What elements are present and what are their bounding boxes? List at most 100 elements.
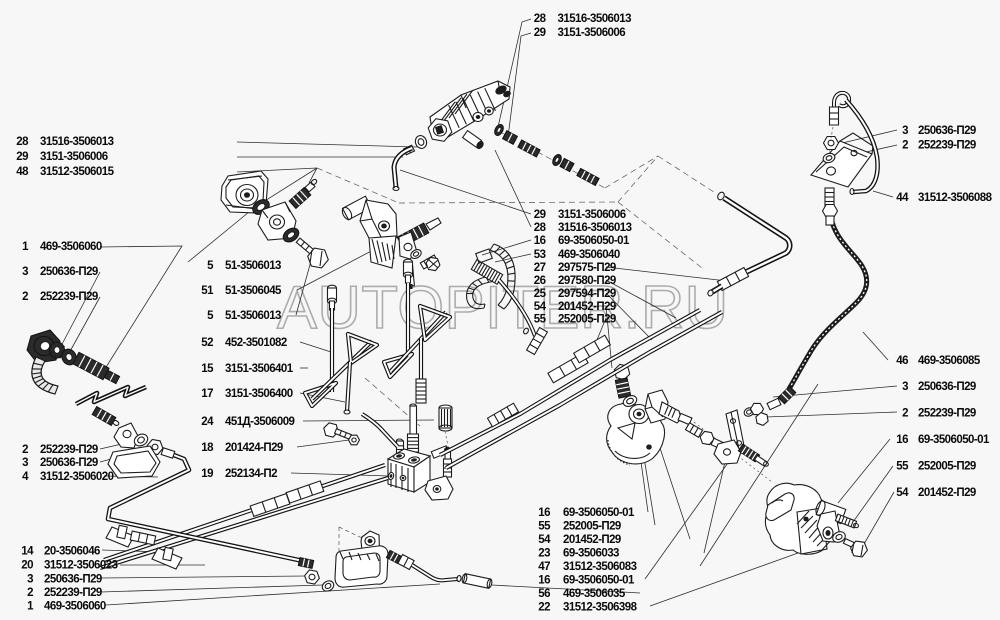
svg-text:250636-П29: 250636-П29 — [40, 266, 98, 278]
svg-text:3: 3 — [22, 457, 28, 469]
svg-text:451Д-3506009: 451Д-3506009 — [225, 416, 295, 428]
svg-text:24: 24 — [201, 416, 214, 428]
svg-text:16: 16 — [534, 235, 546, 247]
svg-text:201452-П29: 201452-П29 — [558, 301, 616, 313]
svg-text:69-3506050-01: 69-3506050-01 — [918, 434, 990, 446]
svg-text:28: 28 — [534, 222, 547, 234]
svg-text:48: 48 — [16, 166, 29, 178]
svg-text:252239-П29: 252239-П29 — [918, 140, 976, 152]
svg-text:5: 5 — [207, 310, 214, 322]
svg-text:53: 53 — [534, 249, 546, 261]
svg-text:252239-П29: 252239-П29 — [44, 587, 102, 599]
svg-text:23: 23 — [538, 548, 550, 560]
svg-text:20-3506046: 20-3506046 — [44, 546, 100, 558]
svg-text:3151-3506400: 3151-3506400 — [225, 388, 293, 400]
svg-text:16: 16 — [538, 575, 550, 587]
svg-text:452-3501082: 452-3501082 — [225, 337, 287, 349]
svg-text:54: 54 — [896, 487, 909, 499]
svg-text:252005-П29: 252005-П29 — [558, 314, 616, 326]
svg-text:31512-3506083: 31512-3506083 — [563, 561, 637, 573]
svg-text:252134-П2: 252134-П2 — [225, 468, 277, 480]
svg-text:69-3506050-01: 69-3506050-01 — [563, 507, 635, 519]
svg-text:27: 27 — [534, 262, 546, 274]
svg-text:2: 2 — [902, 408, 908, 420]
svg-text:15: 15 — [201, 363, 214, 375]
svg-text:2: 2 — [27, 587, 33, 599]
svg-text:31512-3506398: 31512-3506398 — [563, 602, 638, 614]
svg-text:55: 55 — [538, 521, 551, 533]
svg-text:3: 3 — [22, 266, 28, 278]
svg-text:31516-3506013: 31516-3506013 — [558, 222, 632, 234]
svg-text:297594-П29: 297594-П29 — [558, 288, 616, 300]
svg-text:252239-П29: 252239-П29 — [40, 444, 98, 456]
svg-text:55: 55 — [896, 461, 909, 473]
svg-text:1: 1 — [27, 601, 34, 613]
svg-text:26: 26 — [534, 275, 546, 287]
svg-text:44: 44 — [896, 192, 909, 204]
svg-text:31516-3506013: 31516-3506013 — [40, 136, 114, 148]
svg-text:51: 51 — [201, 285, 214, 297]
svg-text:22: 22 — [538, 602, 550, 614]
svg-text:4: 4 — [22, 471, 29, 483]
svg-text:469-3506085: 469-3506085 — [918, 355, 981, 367]
svg-text:51-3506013: 51-3506013 — [225, 260, 281, 272]
svg-text:2: 2 — [22, 291, 28, 303]
svg-text:250636-П29: 250636-П29 — [40, 457, 98, 469]
svg-text:201452-П29: 201452-П29 — [563, 534, 621, 546]
svg-text:28: 28 — [534, 13, 547, 25]
svg-text:201452-П29: 201452-П29 — [918, 487, 976, 499]
svg-text:47: 47 — [538, 561, 550, 573]
svg-text:297580-П29: 297580-П29 — [558, 275, 616, 287]
svg-text:3: 3 — [902, 381, 908, 393]
svg-text:69-3506033: 69-3506033 — [563, 548, 619, 560]
svg-text:1: 1 — [22, 241, 29, 253]
svg-text:469-3506060: 469-3506060 — [44, 601, 106, 613]
svg-text:3151-3506006: 3151-3506006 — [558, 27, 626, 39]
svg-text:297575-П29: 297575-П29 — [558, 262, 616, 274]
svg-text:16: 16 — [538, 507, 550, 519]
svg-text:16: 16 — [896, 434, 908, 446]
svg-text:46: 46 — [896, 355, 908, 367]
svg-text:69-3506050-01: 69-3506050-01 — [558, 235, 630, 247]
svg-text:54: 54 — [538, 534, 551, 546]
svg-text:29: 29 — [534, 209, 546, 221]
svg-text:51-3506013: 51-3506013 — [225, 310, 281, 322]
svg-text:18: 18 — [201, 442, 214, 454]
svg-text:252005-П29: 252005-П29 — [563, 521, 621, 533]
svg-text:31512-3506023: 31512-3506023 — [44, 560, 118, 572]
svg-text:469-3506035: 469-3506035 — [563, 588, 626, 600]
svg-text:252239-П29: 252239-П29 — [918, 408, 976, 420]
svg-text:31516-3506013: 31516-3506013 — [558, 13, 632, 25]
svg-text:3151-3506006: 3151-3506006 — [40, 151, 108, 163]
svg-text:20: 20 — [21, 560, 33, 572]
svg-text:28: 28 — [16, 136, 29, 148]
svg-text:2: 2 — [22, 444, 28, 456]
svg-text:17: 17 — [201, 388, 213, 400]
svg-text:469-3506060: 469-3506060 — [40, 241, 102, 253]
svg-text:250636-П29: 250636-П29 — [918, 125, 976, 137]
svg-text:19: 19 — [201, 468, 213, 480]
svg-text:14: 14 — [21, 546, 34, 558]
svg-text:51-3506045: 51-3506045 — [225, 285, 282, 297]
svg-text:55: 55 — [534, 314, 547, 326]
svg-text:31512-3506020: 31512-3506020 — [40, 471, 114, 483]
svg-text:54: 54 — [534, 301, 547, 313]
svg-text:69-3506050-01: 69-3506050-01 — [563, 575, 635, 587]
svg-text:2: 2 — [902, 140, 908, 152]
svg-text:250636-П29: 250636-П29 — [44, 574, 102, 586]
svg-text:31512-3506088: 31512-3506088 — [918, 192, 993, 204]
svg-text:250636-П29: 250636-П29 — [918, 381, 976, 393]
svg-text:252239-П29: 252239-П29 — [40, 291, 98, 303]
svg-text:3151-3506401: 3151-3506401 — [225, 363, 294, 375]
svg-text:25: 25 — [534, 288, 547, 300]
svg-text:5: 5 — [207, 260, 214, 272]
svg-text:31512-3506015: 31512-3506015 — [40, 166, 115, 178]
svg-text:3: 3 — [902, 125, 908, 137]
svg-text:52: 52 — [201, 337, 213, 349]
svg-text:29: 29 — [534, 27, 546, 39]
svg-text:252005-П29: 252005-П29 — [918, 461, 976, 473]
svg-text:56: 56 — [538, 588, 550, 600]
svg-text:3: 3 — [27, 574, 33, 586]
svg-text:201424-П29: 201424-П29 — [225, 442, 283, 454]
svg-text:29: 29 — [16, 151, 28, 163]
